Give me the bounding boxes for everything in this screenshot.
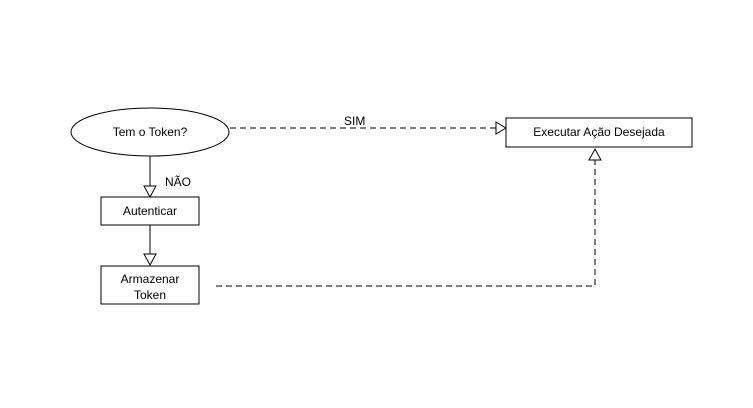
arrowhead-no [143, 185, 157, 199]
authenticate-label: Autenticar [123, 204, 177, 218]
arrowhead-auth-store [143, 253, 157, 267]
execute-node: Executar Ação Desejada [505, 117, 693, 148]
edge-store-execute [216, 147, 602, 287]
store-label-line2: Token [134, 288, 166, 302]
store-token-node: Armazenar Token [100, 265, 200, 305]
decision-node: Tem o Token? [70, 107, 230, 157]
execute-label: Executar Ação Desejada [533, 125, 665, 139]
authenticate-node: Autenticar [100, 196, 200, 226]
edge-auth-store [143, 225, 157, 267]
store-label-line1: Armazenar [121, 272, 180, 286]
edge-no: NÃO [143, 156, 191, 199]
decision-label: Tem o Token? [113, 125, 188, 139]
no-edge-label: NÃO [165, 175, 191, 189]
arrowhead-yes [495, 121, 507, 135]
edge-yes: SIM [230, 114, 507, 135]
yes-edge-label: SIM [344, 114, 365, 128]
arrowhead-store-execute [588, 147, 602, 161]
